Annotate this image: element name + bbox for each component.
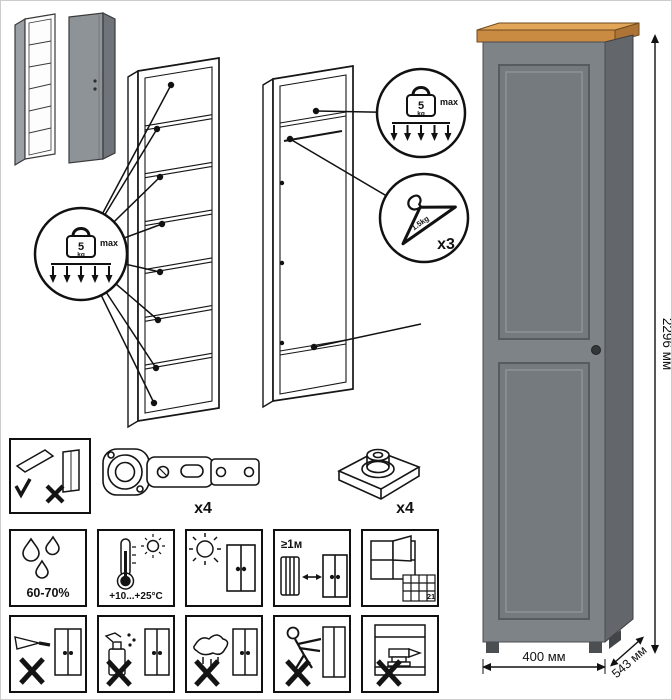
door-lower-panel-inner: [505, 369, 583, 613]
rail-cabinet-outline: [262, 65, 354, 409]
hanger-load-badge: 1.5kg x3: [378, 172, 470, 264]
mini-wardrobe: [322, 626, 346, 678]
open-wardrobe-thumbnail: [14, 13, 56, 167]
shelves-lines: [144, 114, 213, 370]
wood-top-surface: [476, 22, 640, 31]
hinge-mark: [279, 260, 285, 266]
mini-wardrobe: [232, 628, 258, 676]
foot-qty-label: x4: [396, 500, 414, 517]
shelf-cabinet-outline: [127, 57, 220, 429]
distance-arrow: [302, 574, 322, 580]
hanging-rail: [283, 130, 343, 142]
heat-distance-icon: ≥1м: [280, 539, 348, 598]
front-foot-right: [589, 642, 602, 653]
rail-cabinet-diagram: 5 kg max: [262, 65, 470, 409]
x-mark: [376, 659, 402, 687]
no-sharp-objects-icon: [14, 628, 82, 685]
shelf-cabinet-diagram: 5 kg max: [33, 57, 220, 429]
x-mark: [106, 659, 132, 687]
radiator-icon: [280, 556, 300, 596]
top-shelf-lines: [279, 111, 347, 128]
wood-top-front: [476, 29, 616, 43]
temperature-icon: +10...+25°C: [109, 534, 165, 602]
mini-wardrobe: [144, 628, 170, 676]
x-mark: [285, 659, 311, 687]
no-leaning-box: [273, 615, 351, 693]
heat-distance-box: ≥1м: [273, 529, 351, 607]
hanger-icon: 1.5kg: [401, 194, 457, 246]
front-foot-left: [486, 642, 499, 653]
assembly-warning-icon: [14, 449, 80, 504]
hinge-mark: [279, 340, 285, 346]
open-sash: [392, 535, 412, 562]
x-mark: [45, 484, 65, 504]
back-foot: [609, 630, 621, 649]
mini-wardrobe: [322, 554, 348, 598]
temperature-box: +10...+25°C: [97, 529, 175, 607]
ventilation-box: 21: [361, 529, 439, 607]
mini-wardrobe: [226, 544, 256, 592]
callout-dots: [286, 107, 320, 351]
distance-value: ≥1м: [281, 539, 302, 551]
sunlight-icon: [189, 533, 256, 592]
wardrobe-side-panel: [604, 34, 634, 644]
no-heavy-load-icon: [374, 624, 426, 687]
x-mark: [19, 657, 45, 685]
width-label: 400 мм: [522, 649, 565, 664]
no-leaning-icon: [285, 626, 346, 687]
closed-wardrobe-thumbnail: [68, 12, 116, 164]
width-dimension: 400 мм: [482, 649, 606, 674]
wardrobe-render: 2296 мм 400 мм 543 мм: [476, 22, 672, 681]
no-wet-cloth-box: [185, 615, 263, 693]
hanger-count-label: x3: [437, 236, 455, 253]
adjustable-foot-icon: x4: [337, 448, 421, 517]
ventilation-icon: 21: [370, 535, 436, 602]
hinge-mark: [279, 180, 285, 186]
no-direct-sunlight-box: [185, 529, 263, 607]
callout-dots: [150, 81, 175, 407]
hinge-icon: x4: [102, 448, 260, 517]
no-chemicals-icon: [104, 628, 170, 687]
door-knob: [591, 345, 601, 355]
calendar-grid: 21: [402, 574, 436, 602]
humidity-icon: 60-70%: [22, 535, 70, 600]
temperature-value: +10...+25°C: [109, 591, 162, 602]
no-wet-cloth-icon: [193, 628, 258, 687]
door-upper-panel-inner: [505, 71, 583, 333]
check-mark: [14, 478, 32, 499]
humidity-box: 60-70%: [9, 529, 87, 607]
humidity-value: 60-70%: [26, 586, 69, 600]
x-mark: [194, 659, 220, 687]
no-heavy-load-box: [361, 615, 439, 693]
knife-icon: [14, 636, 51, 650]
hinge-qty-label: x4: [194, 500, 212, 517]
no-sharp-objects-box: [9, 615, 87, 693]
height-dimension: 2296 мм: [651, 34, 672, 654]
assembly-warning-box: [9, 438, 91, 514]
calendar-day: 21: [427, 592, 435, 601]
mini-wardrobe: [54, 628, 82, 676]
height-label: 2296 мм: [660, 318, 672, 370]
wardrobe-thumbnails: [14, 12, 116, 167]
no-chemicals-box: [97, 615, 175, 693]
door-upper-panel: [498, 64, 590, 340]
door-lower-panel: [498, 362, 590, 620]
